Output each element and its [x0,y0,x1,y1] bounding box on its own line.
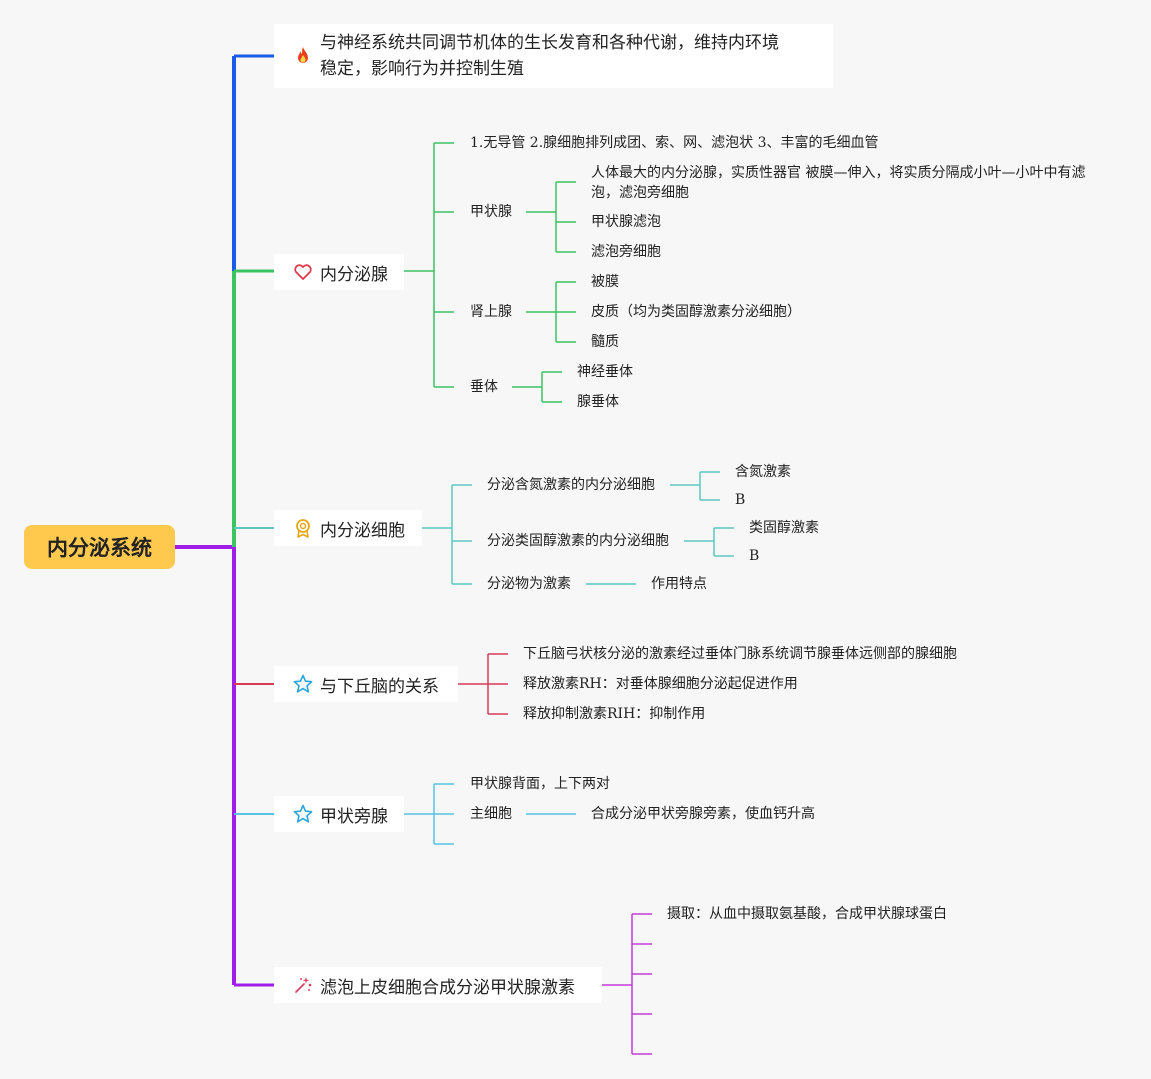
nitrogen-item-2[interactable]: B [735,492,746,508]
steroid-item-1[interactable]: 类固醇激素 [749,520,819,536]
root-title: 内分泌系统 [47,536,152,560]
heart-icon [292,261,314,283]
chief-cell-label[interactable]: 主细胞 [470,806,512,822]
hypothalamus-item-1[interactable]: 下丘脑弓状核分泌的激素经过垂体门脉系统调节腺垂体远侧部的腺细胞 [523,646,957,662]
follicular-item-1[interactable]: 摄取：从血中摄取氨基酸，合成甲状腺球蛋白 [667,906,947,922]
hypothalamus-item-2[interactable]: 释放激素RH：对垂体腺细胞分泌起促进作用 [523,676,798,692]
thyroid-label[interactable]: 甲状腺 [470,204,512,220]
adrenal-item-2[interactable]: 皮质（均为类固醇激素分泌细胞） [591,304,801,320]
steroid-label[interactable]: 分泌类固醇激素的内分泌细胞 [487,533,669,549]
flame-icon [292,45,314,67]
pituitary-item-1[interactable]: 神经垂体 [577,364,633,380]
adrenal-item-3[interactable]: 髓质 [591,334,619,350]
adrenal-label[interactable]: 肾上腺 [470,304,512,320]
steroid-item-2[interactable]: B [749,548,760,564]
hypothalamus-title: 与下丘脑的关系 [320,676,439,697]
overview-text-line2: 稳定，影响行为并控制生殖 [320,59,524,79]
topic-endocrine-cells[interactable]: 内分泌细胞 [274,510,422,546]
topic-parathyroid[interactable]: 甲状旁腺 [274,796,404,832]
glands-features[interactable]: 1.无导管 2.腺细胞排列成团、索、网、滤泡状 3、丰富的毛细血管 [470,135,879,151]
chief-cell-item[interactable]: 合成分泌甲状旁腺旁素，使血钙升高 [591,806,815,822]
nitrogen-item-1[interactable]: 含氮激素 [735,464,791,480]
parathyroid-title: 甲状旁腺 [320,806,388,827]
follicular-title: 滤泡上皮细胞合成分泌甲状腺激素 [320,977,575,998]
topic-follicular-cells[interactable]: 滤泡上皮细胞合成分泌甲状腺激素 [274,967,602,1003]
glands-title: 内分泌腺 [320,264,388,285]
thyroid-item-2[interactable]: 甲状腺滤泡 [591,214,661,230]
cells-title: 内分泌细胞 [320,520,405,541]
topic-overview[interactable]: 与神经系统共同调节机体的生长发育和各种代谢，维持内环境 稳定，影响行为并控制生殖 [274,24,833,88]
hormone-label[interactable]: 分泌物为激素 [487,576,571,592]
star-icon [292,803,314,825]
topic-endocrine-glands[interactable]: 内分泌腺 [274,254,404,290]
hypothalamus-item-3[interactable]: 释放抑制激素RIH：抑制作用 [523,706,706,722]
pituitary-item-2[interactable]: 腺垂体 [577,394,619,410]
thyroid-item-3[interactable]: 滤泡旁细胞 [591,244,661,260]
topic-hypothalamus[interactable]: 与下丘脑的关系 [274,666,458,702]
thyroid-item-1[interactable]: 人体最大的内分泌腺，实质性器官 被膜—伸入，将实质分隔成小叶—小叶中有滤泡，滤泡… [591,165,1086,201]
hormone-item[interactable]: 作用特点 [651,576,707,592]
star-icon [292,673,314,695]
root-topic[interactable]: 内分泌系统 [24,525,175,569]
parathyroid-location[interactable]: 甲状腺背面，上下两对 [470,776,610,792]
badge-icon [292,517,314,539]
nitrogen-label[interactable]: 分泌含氮激素的内分泌细胞 [487,477,655,493]
adrenal-item-1[interactable]: 被膜 [591,274,619,290]
overview-text-line1: 与神经系统共同调节机体的生长发育和各种代谢，维持内环境 [320,33,779,53]
pituitary-label[interactable]: 垂体 [470,379,498,395]
sparkle-icon [292,974,314,996]
